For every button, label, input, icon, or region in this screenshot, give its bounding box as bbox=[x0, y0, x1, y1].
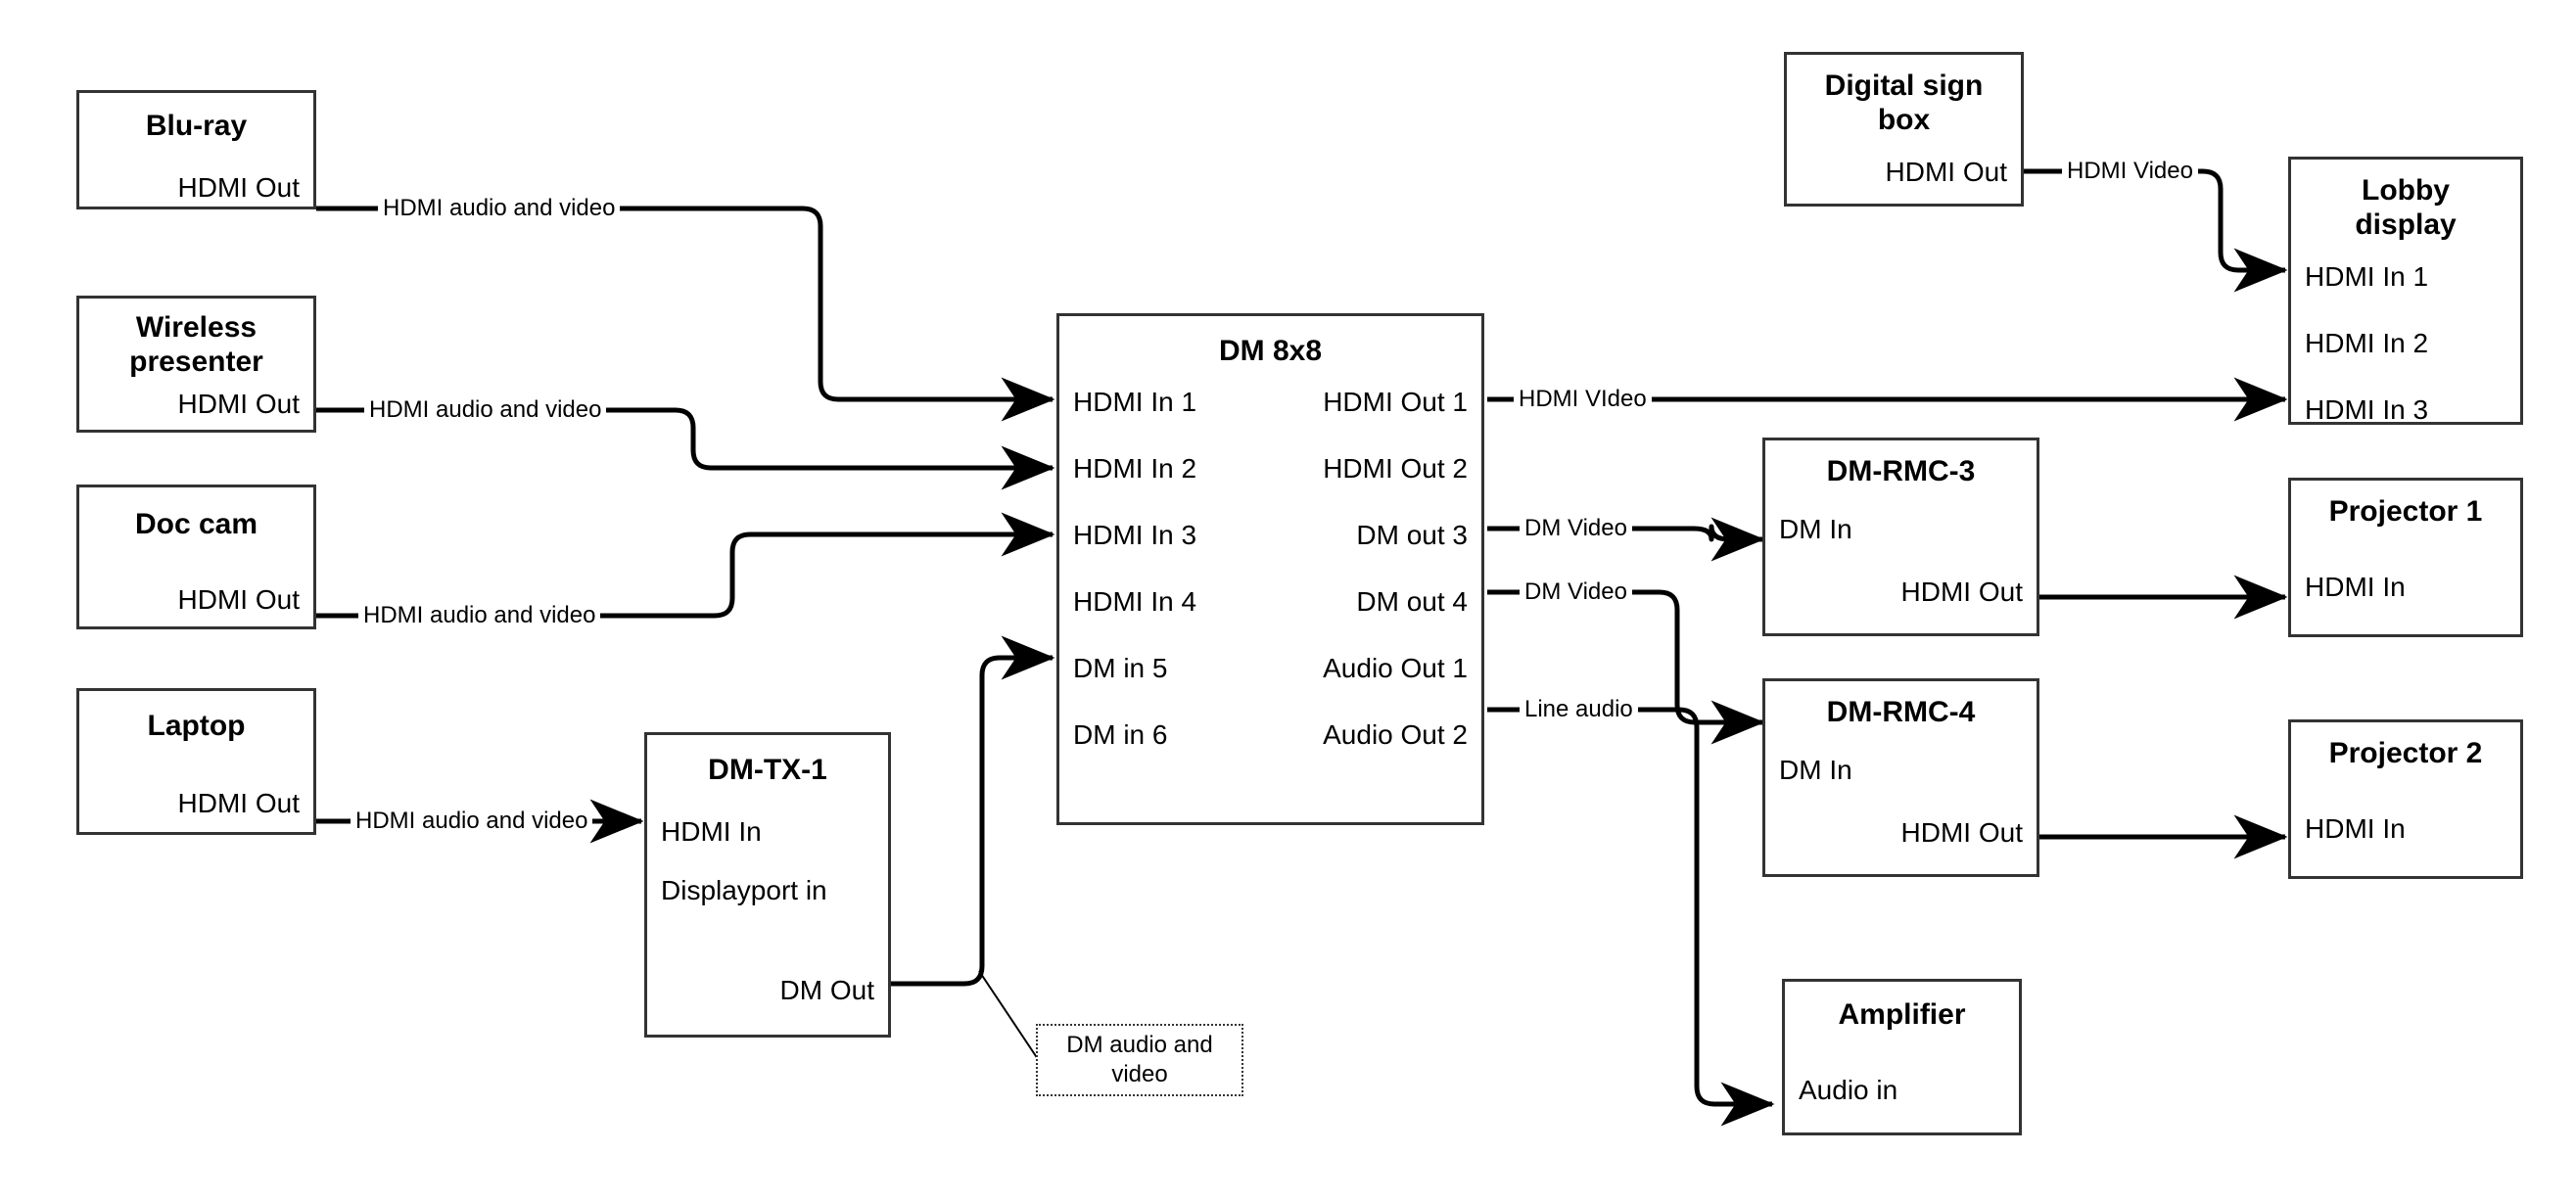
node-dm-8x8-title: DM 8x8 bbox=[1218, 335, 1323, 367]
node-dm-rmc-3-port-dm-in: DM In bbox=[1779, 514, 1852, 545]
node-dm-tx-1-title: DM-TX-1 bbox=[708, 754, 827, 786]
wire-dmtx1-to-dm-in-5 bbox=[891, 635, 1055, 987]
node-dm-8x8-port-hdmi-in-4: HDMI In 4 bbox=[1073, 586, 1197, 617]
wire-sign-to-lobby-hdmi-in-1 bbox=[2023, 168, 2288, 293]
node-dm-8x8-port-hdmi-in-2: HDMI In 2 bbox=[1073, 453, 1197, 484]
node-projector-1[interactable]: Projector 1 HDMI In bbox=[2288, 478, 2523, 637]
node-wireless-presenter-port-hdmi-out: HDMI Out bbox=[177, 389, 300, 420]
node-doc-cam-title: Doc cam bbox=[134, 508, 258, 540]
callout-dm-audio-and-video: DM audio and video bbox=[1036, 1024, 1243, 1096]
node-lobby-display[interactable]: Lobby display HDMI In 1 HDMI In 2 HDMI I… bbox=[2288, 157, 2523, 425]
edge-label-dm-out3-to-rmc3: DM Video bbox=[1520, 517, 1632, 540]
node-dm-8x8[interactable]: DM 8x8 HDMI In 1 HDMI In 2 HDMI In 3 HDM… bbox=[1056, 313, 1484, 825]
node-dm-tx-1-port-displayport-in: Displayport in bbox=[661, 875, 827, 906]
node-wireless-presenter[interactable]: Wireless presenter HDMI Out bbox=[76, 296, 316, 433]
node-dm-rmc-3-port-hdmi-out: HDMI Out bbox=[1900, 577, 2023, 608]
node-doc-cam-port-hdmi-out: HDMI Out bbox=[177, 584, 300, 616]
edge-label-dm-out4-to-rmc4: DM Video bbox=[1520, 580, 1632, 604]
node-dm-8x8-port-hdmi-in-1: HDMI In 1 bbox=[1073, 387, 1197, 417]
node-dm-rmc-4-title: DM-RMC-4 bbox=[1826, 696, 1976, 728]
wire-dm-audio-out-1-to-amplifier bbox=[1487, 707, 1775, 1127]
node-dm-rmc-3-title: DM-RMC-3 bbox=[1826, 455, 1976, 487]
node-bluray-port-hdmi-out: HDMI Out bbox=[177, 172, 300, 204]
node-digital-sign-box[interactable]: Digital sign box HDMI Out bbox=[1784, 52, 2024, 207]
node-dm-8x8-port-dm-out-3: DM out 3 bbox=[1356, 520, 1468, 550]
node-dm-8x8-port-dm-in-5: DM in 5 bbox=[1073, 653, 1168, 683]
wire-bluray-to-dm-hdmi-in-1 bbox=[316, 206, 1055, 422]
node-projector-2[interactable]: Projector 2 HDMI In bbox=[2288, 719, 2523, 879]
node-dm-rmc-4[interactable]: DM-RMC-4 DM In HDMI Out bbox=[1762, 678, 2039, 877]
node-digital-sign-box-title: Digital sign box bbox=[1824, 69, 1984, 137]
node-amplifier-port-audio-in: Audio in bbox=[1799, 1075, 1898, 1106]
node-digital-sign-box-port-hdmi-out: HDMI Out bbox=[1885, 157, 2007, 188]
node-projector-1-title: Projector 1 bbox=[2328, 495, 2483, 528]
edge-label-wireless-to-dm: HDMI audio and video bbox=[364, 398, 607, 422]
callout-leader-line bbox=[978, 970, 1041, 1063]
edge-label-laptop-to-dmtx1: HDMI audio and video bbox=[351, 809, 593, 833]
node-laptop-title: Laptop bbox=[147, 710, 246, 742]
node-bluray-title: Blu-ray bbox=[145, 110, 248, 142]
edge-label-sign-to-lobby: HDMI Video bbox=[2062, 160, 2198, 183]
node-dm-rmc-3[interactable]: DM-RMC-3 DM In HDMI Out bbox=[1762, 438, 2039, 636]
node-dm-8x8-port-dm-in-6: DM in 6 bbox=[1073, 719, 1168, 750]
node-dm-8x8-port-audio-out-2: Audio Out 2 bbox=[1323, 719, 1468, 750]
node-lobby-display-title: Lobby display bbox=[2355, 174, 2457, 242]
node-wireless-presenter-title: Wireless presenter bbox=[129, 311, 263, 379]
node-laptop[interactable]: Laptop HDMI Out bbox=[76, 688, 316, 835]
node-doc-cam[interactable]: Doc cam HDMI Out bbox=[76, 485, 316, 629]
node-dm-8x8-port-hdmi-in-3: HDMI In 3 bbox=[1073, 520, 1197, 550]
node-amplifier-title: Amplifier bbox=[1838, 998, 1966, 1031]
node-lobby-display-port-hdmi-in-3: HDMI In 3 bbox=[2305, 394, 2429, 426]
node-dm-8x8-port-audio-out-1: Audio Out 1 bbox=[1323, 653, 1468, 683]
node-dm-tx-1-port-hdmi-in: HDMI In bbox=[661, 816, 762, 848]
node-lobby-display-port-hdmi-in-1: HDMI In 1 bbox=[2305, 261, 2429, 293]
node-dm-tx-1-port-dm-out: DM Out bbox=[779, 975, 874, 1006]
edge-label-dm-audio1-to-amp: Line audio bbox=[1520, 698, 1638, 721]
node-lobby-display-port-hdmi-in-2: HDMI In 2 bbox=[2305, 328, 2429, 359]
node-projector-1-port-hdmi-in: HDMI In bbox=[2305, 572, 2406, 603]
node-dm-rmc-4-port-hdmi-out: HDMI Out bbox=[1900, 817, 2023, 849]
node-amplifier[interactable]: Amplifier Audio in bbox=[1782, 979, 2022, 1135]
node-dm-8x8-port-dm-out-4: DM out 4 bbox=[1356, 586, 1468, 617]
node-projector-2-title: Projector 2 bbox=[2328, 737, 2483, 769]
node-projector-2-port-hdmi-in: HDMI In bbox=[2305, 813, 2406, 845]
node-bluray[interactable]: Blu-ray HDMI Out bbox=[76, 90, 316, 209]
node-dm-tx-1[interactable]: DM-TX-1 HDMI In Displayport in DM Out bbox=[644, 732, 891, 1038]
node-dm-8x8-port-hdmi-out-1: HDMI Out 1 bbox=[1323, 387, 1468, 417]
node-dm-rmc-4-port-dm-in: DM In bbox=[1779, 755, 1852, 786]
edge-label-dm-out1-to-lobby: HDMI VIdeo bbox=[1514, 388, 1652, 411]
edge-label-doccam-to-dm: HDMI audio and video bbox=[358, 604, 601, 627]
node-dm-8x8-port-hdmi-out-2: HDMI Out 2 bbox=[1323, 453, 1468, 484]
edge-label-bluray-to-dm: HDMI audio and video bbox=[378, 197, 621, 220]
node-laptop-port-hdmi-out: HDMI Out bbox=[177, 788, 300, 819]
